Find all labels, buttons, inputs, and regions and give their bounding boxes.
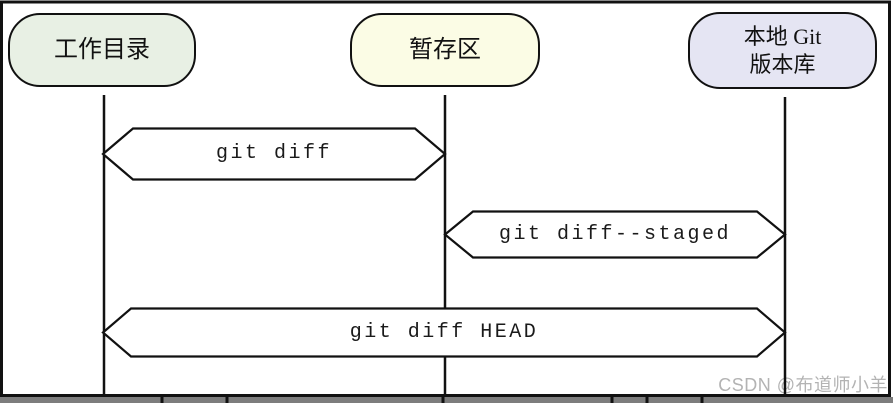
node-local-git-repo-label-line1: 本地 Git [743,23,822,49]
node-staging-area-label: 暂存区 [409,36,481,63]
node-local-git-repo: 本地 Git 版本库 [688,12,877,89]
bottom-strip-divider [441,397,445,403]
arrow-git-diff [101,127,447,181]
node-staging-area: 暂存区 [350,13,540,87]
bottom-strip-divider [225,397,229,403]
bottom-strip-divider [160,397,164,403]
node-working-directory-label: 工作目录 [54,36,150,63]
arrow-label-git-diff-staged: git diff--staged [498,223,732,246]
bottom-strip-divider [610,397,614,403]
watermark-text: CSDN @布道师小羊 [718,375,888,395]
arrow-git-diff-head [101,307,787,358]
bottom-strip [0,397,893,403]
arrow-label-git-diff-head: git diff HEAD [349,321,539,344]
bottom-strip-divider [700,397,704,403]
node-working-directory: 工作目录 [8,13,196,87]
bottom-strip-divider [645,397,649,403]
arrow-git-diff-staged [443,210,787,259]
arrow-label-git-diff: git diff [215,142,332,165]
bottom-strip-bar [0,397,893,403]
node-local-git-repo-label-line2: 版本库 [749,51,816,77]
